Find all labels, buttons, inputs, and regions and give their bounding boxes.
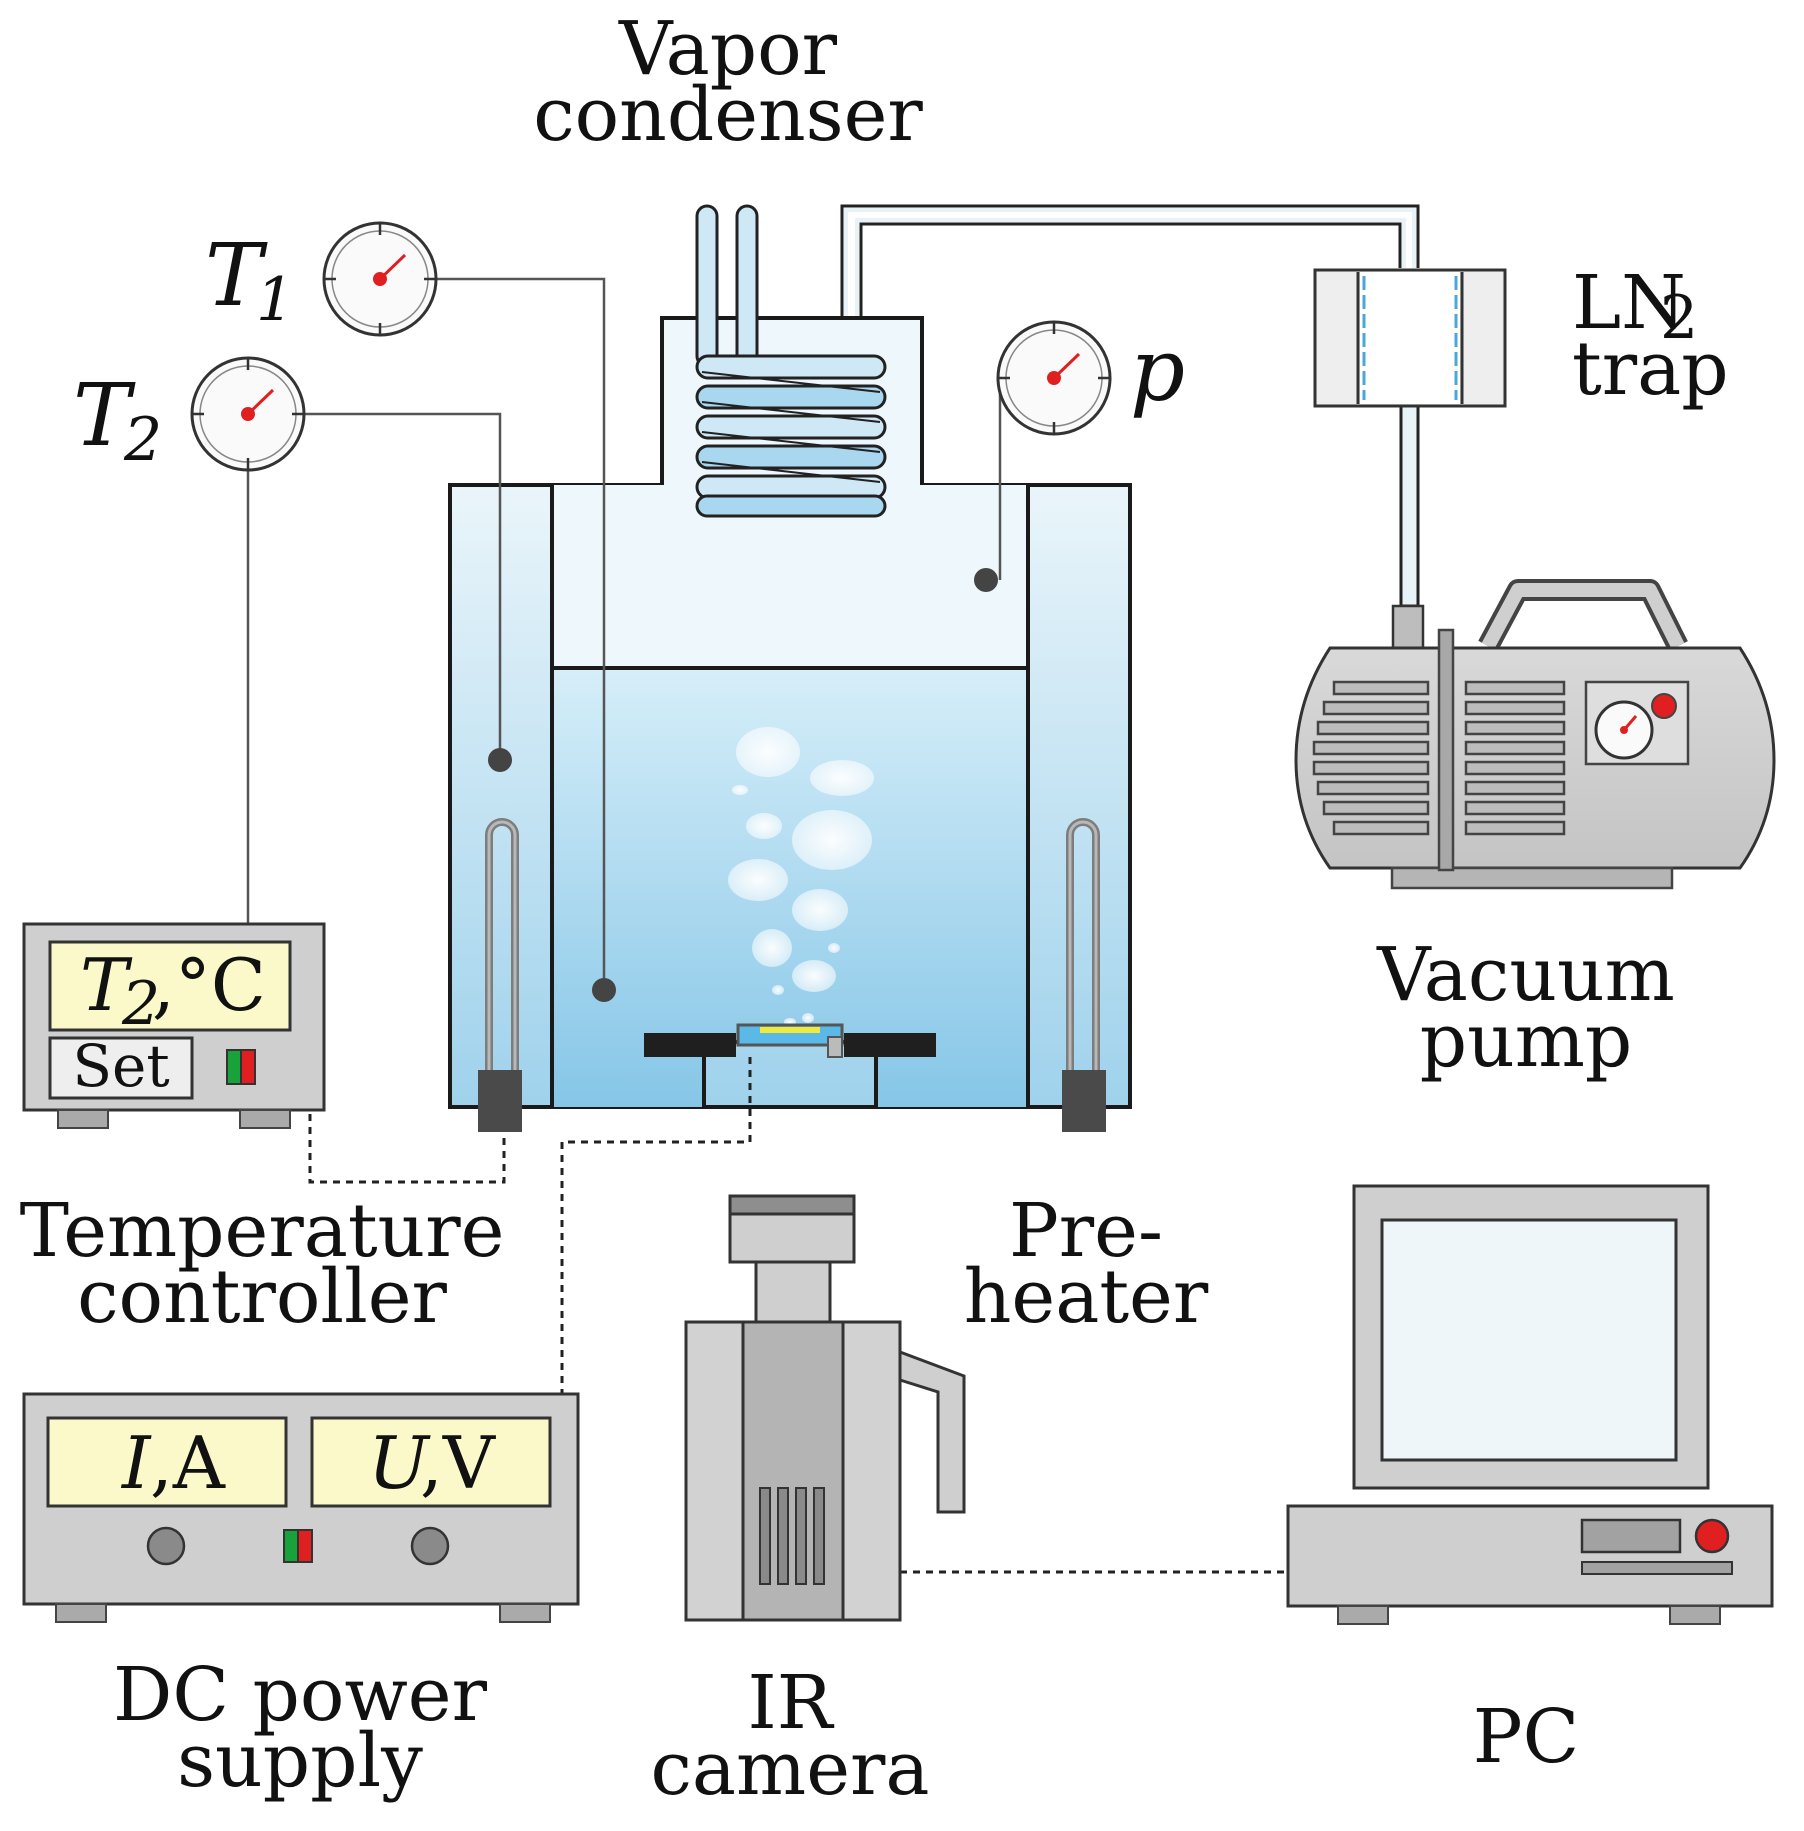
pc-label: PC bbox=[1473, 1694, 1579, 1780]
ln2-trap bbox=[1313, 268, 1507, 408]
pc bbox=[1286, 1184, 1774, 1625]
t1-subscript: 1 bbox=[256, 265, 294, 335]
pc-base bbox=[1286, 1504, 1774, 1608]
temperature-controller-label-line1: Temperature bbox=[20, 1188, 505, 1274]
set-button[interactable] bbox=[48, 1036, 194, 1100]
t2-display bbox=[48, 940, 292, 1032]
preheater-right bbox=[1062, 818, 1106, 1132]
preheater-left bbox=[478, 818, 522, 1132]
ln2-label-subscript: 2 bbox=[1660, 283, 1698, 353]
vacuum-pump bbox=[1294, 579, 1776, 890]
current-symbol: I bbox=[120, 1421, 152, 1505]
t2-probe bbox=[488, 748, 512, 772]
current-display bbox=[46, 1416, 288, 1508]
voltage-knob[interactable] bbox=[410, 1526, 450, 1566]
vacuum-pump-label-line1: Vacuum bbox=[1376, 932, 1675, 1018]
t2-display-symbol: T bbox=[80, 943, 133, 1027]
t1-probe bbox=[592, 978, 616, 1002]
t2-subscript: 2 bbox=[123, 405, 162, 475]
temperature-controller-label-line2: controller bbox=[77, 1254, 447, 1340]
vapor-bubbles bbox=[728, 727, 874, 1026]
ir-camera bbox=[684, 1194, 966, 1622]
pc-power-button[interactable] bbox=[1694, 1518, 1730, 1554]
t2-display-subscript: 2 bbox=[121, 969, 160, 1039]
dc-power-supply-label-line2: supply bbox=[177, 1718, 423, 1804]
signal-lines bbox=[308, 1057, 1286, 1574]
current-unit: ,A bbox=[150, 1421, 226, 1505]
current-knob[interactable] bbox=[146, 1526, 186, 1566]
pc-screen bbox=[1380, 1218, 1678, 1462]
dc-power-supply-label-line1: DC power bbox=[113, 1652, 488, 1738]
t1-symbol: T bbox=[205, 226, 268, 326]
t2-gauge bbox=[190, 356, 306, 472]
vapor-condenser-label-line2: condenser bbox=[533, 72, 923, 158]
preheater-label-line1: Pre- bbox=[1009, 1188, 1163, 1274]
test-heater-section bbox=[644, 1023, 936, 1058]
voltage-symbol: U bbox=[368, 1421, 431, 1505]
vapor-condenser-label-line1: Vapor bbox=[618, 6, 838, 92]
voltage-unit: ,V bbox=[420, 1421, 497, 1505]
temperature-controller bbox=[22, 922, 326, 1129]
condenser-coil bbox=[695, 204, 887, 518]
pressure-gauge bbox=[996, 320, 1112, 436]
set-button-label: Set bbox=[72, 1032, 169, 1100]
voltage-display bbox=[310, 1416, 552, 1508]
p-probe bbox=[974, 568, 998, 592]
ln2-label-trap: trap bbox=[1572, 326, 1729, 412]
dc-power-supply bbox=[22, 1392, 580, 1623]
ir-camera-label-line1: IR bbox=[748, 1660, 835, 1746]
ir-camera-label-line2: camera bbox=[650, 1726, 929, 1812]
t2-display-unit: ,°C bbox=[152, 943, 266, 1027]
ln2-label-ln: LN bbox=[1572, 260, 1686, 346]
p-symbol: p bbox=[1130, 321, 1185, 421]
t2-symbol: T bbox=[73, 366, 136, 466]
t1-gauge bbox=[322, 221, 438, 337]
vacuum-pump-label-line2: pump bbox=[1420, 998, 1633, 1084]
preheater-label-line2: heater bbox=[964, 1254, 1209, 1340]
